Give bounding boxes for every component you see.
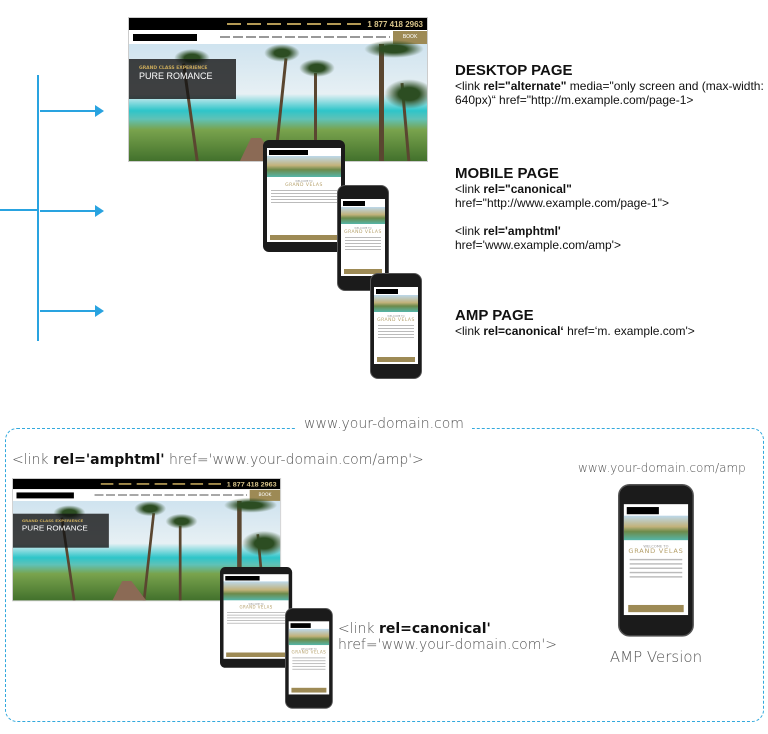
arrow-icon: [40, 305, 104, 317]
phone-number: 1 877 418 2963: [226, 480, 277, 488]
logo: [16, 492, 74, 498]
desktop-page-mockup: 1 877 418 2963 BOOK GRAND CLASS EXPERIEN…: [12, 478, 282, 602]
amp-version-caption: AMP Version: [609, 648, 703, 666]
arrow-icon: [40, 205, 104, 217]
amp-url-label: www.your-domain.com/amp: [578, 461, 746, 475]
amp-page-label: AMP PAGE <link rel=canonical‘ href=‘m. e…: [455, 307, 695, 338]
hero-tagline: GRAND CLASS EXPERIENCE: [21, 519, 84, 524]
amphtml-link-text: <link rel='amphtml' href='www.your-domai…: [12, 452, 424, 468]
hero-headline: PURE ROMANCE: [139, 71, 213, 81]
hero-tagline: GRAND CLASS EXPERIENCE: [139, 66, 208, 71]
desktop-page-label: DESKTOP PAGE <link rel="alternate" media…: [455, 62, 764, 107]
connector-line: [37, 75, 39, 341]
canonical-link-text: <link rel=canonical' href='www.your-doma…: [338, 621, 557, 653]
nav-menu: [94, 494, 248, 496]
arrow-icon: [40, 105, 104, 117]
connector-line: [0, 209, 38, 211]
phone-number: 1 877 418 2963: [367, 19, 423, 29]
book-button: BOOK: [249, 489, 281, 501]
logo: [133, 33, 197, 41]
domain-label: www.your-domain.com: [296, 416, 472, 432]
nav-menu: [220, 36, 390, 38]
mobile-page-label: MOBILE PAGE <link rel="canonical" href="…: [455, 165, 669, 252]
hero-headline: PURE ROMANCE: [21, 523, 88, 533]
